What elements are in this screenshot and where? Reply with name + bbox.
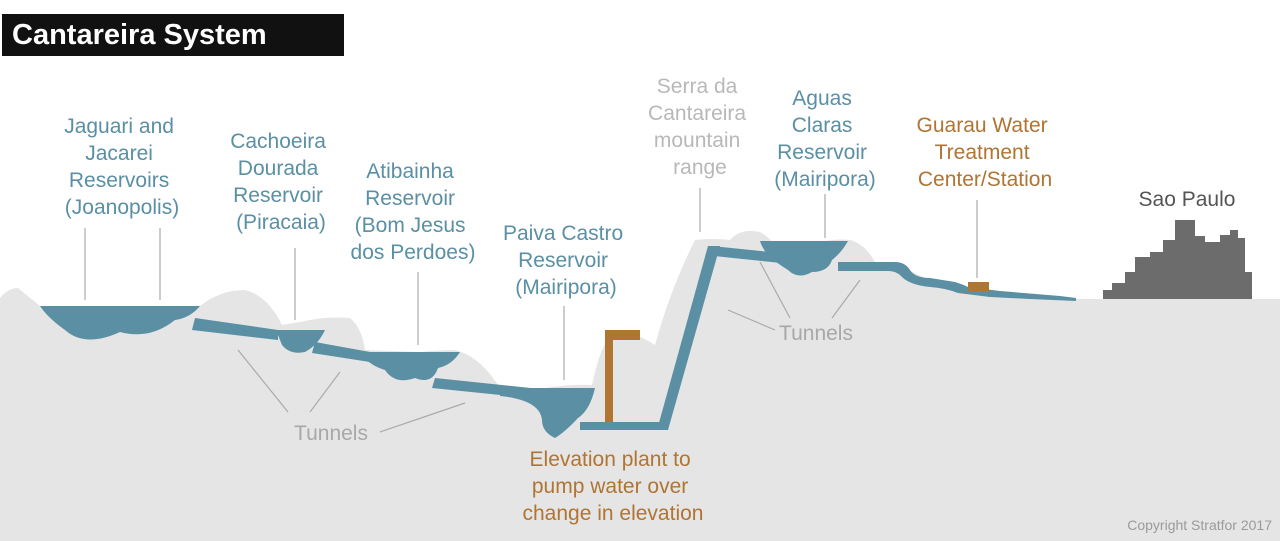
label-tunnels-left: Tunnels [294,422,368,445]
label-guarau: Guarau Water Treatment Center/Station [917,114,1054,191]
tunnel-1 [192,318,278,340]
terrain [0,231,1280,541]
label-aguas-claras: Aguas Claras Reservoir (Mairipora) [774,87,876,191]
leader-lines [84,188,978,433]
label-cachoeira: Cachoeira Dourada Reservoir (Piracaia) [230,130,332,234]
water-system [40,241,1076,438]
cachoeira-reservoir [276,330,325,353]
label-tunnels-right: Tunnels [779,322,853,345]
atibainha-reservoir [360,352,460,381]
label-atibainha: Atibainha Reservoir (Bom Jesus dos Perdo… [351,160,476,264]
label-sao-paulo: Sao Paulo [1139,188,1236,211]
title-bar: Cantareira System [2,14,344,56]
facilities [605,282,989,422]
guarau-station [968,282,989,291]
jaguari-reservoir [40,306,200,340]
label-elevation-plant: Elevation plant to pump water over chang… [523,448,704,525]
aguas-claras-reservoir [760,241,848,276]
pump-tunnel-bottom [580,422,665,430]
tunnel-upper [712,246,790,264]
tunnel-2 [312,342,370,362]
label-jaguari: Jaguari and Jacarei Reservoirs (Joanopol… [64,115,180,219]
label-paiva: Paiva Castro Reservoir (Mairipora) [503,222,629,299]
elevation-plant [605,330,640,422]
tunnel-to-guarau [838,262,1076,301]
paiva-reservoir [500,388,595,438]
sao-paulo-skyline [1103,220,1252,299]
copyright: Copyright Stratfor 2017 [1127,517,1272,533]
label-serra: Serra da Cantareira mountain range [648,75,752,179]
diagram-title: Cantareira System [12,19,267,51]
pump-tunnel-rise [657,246,720,430]
